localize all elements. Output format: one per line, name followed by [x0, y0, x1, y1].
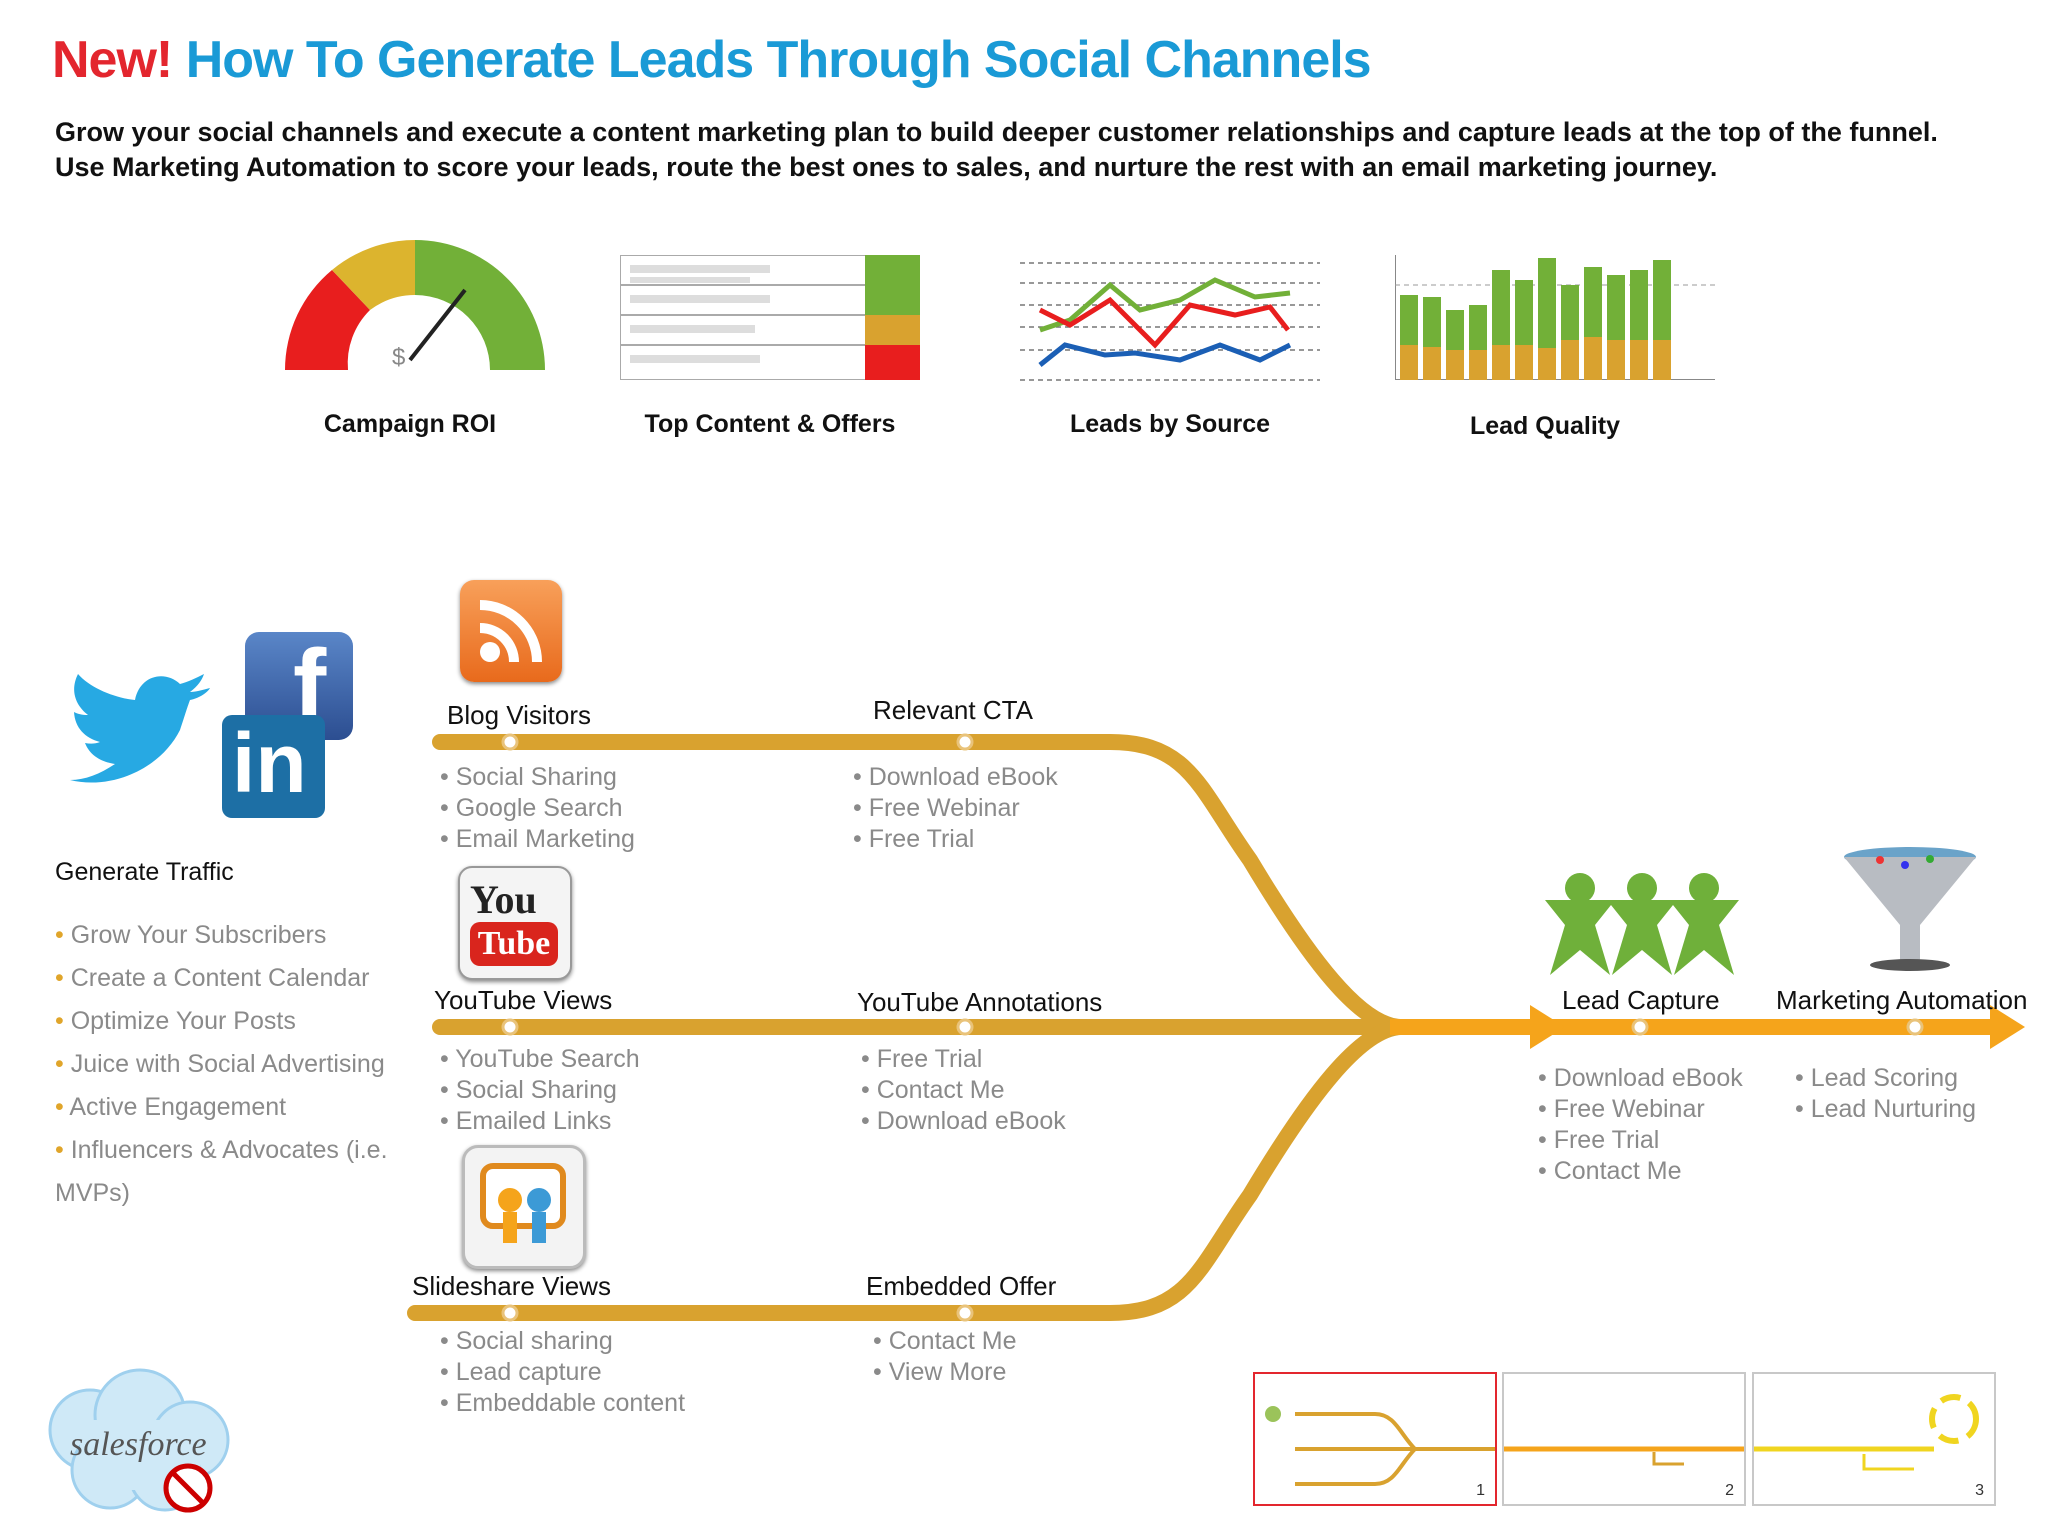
list-item: • Download eBook — [861, 1107, 1066, 1135]
leads-by-source-label: Leads by Source — [1069, 410, 1271, 438]
list-item: • Free Trial — [861, 1045, 983, 1073]
list-item: • YouTube Search — [440, 1045, 640, 1073]
youtube-cta-bullets: • Free Trial • Contact Me • Download eBo… — [861, 1044, 1066, 1137]
blog-bullets: • Social Sharing • Google Search • Email… — [440, 762, 635, 855]
marketing-automation-bullets: • Lead Scoring • Lead Nurturing — [1795, 1063, 1976, 1125]
youtube-tube: Tube — [470, 922, 558, 966]
list-item: • Lead Nurturing — [1795, 1095, 1977, 1123]
list-item: • Free Webinar — [1538, 1095, 1705, 1123]
blog-cta-bullets: • Download eBook • Free Webinar • Free T… — [853, 762, 1058, 855]
traffic-list: • Grow Your Subscribers • Create a Conte… — [55, 914, 388, 1215]
slideshare-icon — [462, 1145, 586, 1269]
page-number: 3 — [1975, 1482, 1984, 1499]
list-item: • View More — [873, 1358, 1007, 1386]
list-item: • Social sharing — [440, 1327, 613, 1355]
list-item: • Create a Content Calendar — [55, 964, 370, 992]
twitter-icon — [70, 674, 210, 783]
new-label: New! — [52, 31, 173, 89]
intro-text: Grow your social channels and execute a … — [55, 117, 1938, 182]
rss-icon — [460, 580, 562, 682]
list-item: • Download eBook — [1538, 1064, 1743, 1092]
list-item: • Active Engagement — [55, 1093, 287, 1121]
list-item: MVPs) — [55, 1179, 130, 1207]
campaign-roi-gauge: $ — [285, 240, 545, 371]
youtube-views-title: YouTube Views — [434, 985, 613, 1015]
slideshare-views-title: Slideshare Views — [412, 1271, 611, 1301]
roi-dollar-icon: $ — [392, 344, 405, 371]
embedded-offer-title: Embedded Offer — [866, 1271, 1057, 1301]
campaign-roi-label: Campaign ROI — [323, 410, 497, 438]
list-item: • Free Trial — [1538, 1126, 1660, 1154]
page-title: New! How To Generate Leads Through Socia… — [52, 30, 1372, 90]
marketing-automation-title: Marketing Automation — [1776, 985, 2028, 1015]
lead-capture-title: Lead Capture — [1562, 985, 1720, 1015]
linkedin-icon: in — [222, 715, 325, 818]
youtube-icon: You Tube — [458, 866, 572, 980]
list-item: • Grow Your Subscribers — [55, 921, 327, 949]
list-item: • Contact Me — [873, 1327, 1017, 1355]
list-item: • Juice with Social Advertising — [55, 1050, 385, 1078]
embedded-offer-bullets: • Contact Me • View More — [873, 1326, 1017, 1388]
list-item: • Free Trial — [853, 825, 975, 853]
top-content-table — [620, 255, 920, 380]
funnel-icon — [1844, 847, 1976, 971]
slideshare-bullets: • Social sharing • Lead capture • Embedd… — [440, 1326, 685, 1419]
lead-quality-label: Lead Quality — [1469, 412, 1621, 440]
list-item: • Social Sharing — [440, 763, 617, 791]
lead-capture-bullets: • Download eBook • Free Webinar • Free T… — [1538, 1063, 1743, 1187]
list-item: • Contact Me — [861, 1076, 1005, 1104]
relevant-cta-title: Relevant CTA — [873, 695, 1033, 725]
lead-quality-chart — [1395, 255, 1715, 380]
salesforce-text: salesforce — [70, 1426, 207, 1463]
list-item: • Lead capture — [440, 1358, 602, 1386]
linkedin-glyph: in — [232, 716, 307, 810]
list-item: • Emailed Links — [440, 1107, 612, 1135]
list-item: • Embeddable content — [440, 1389, 686, 1417]
salesforce-logo: salesforce — [48, 1368, 230, 1513]
page-number: 2 — [1725, 1482, 1734, 1499]
page-thumbnail-3[interactable]: 3 — [1752, 1372, 1996, 1506]
leads-by-source-chart — [1020, 262, 1320, 381]
top-content-label: Top Content & Offers — [644, 410, 896, 438]
list-item: • Google Search — [440, 794, 623, 822]
list-item: • Contact Me — [1538, 1157, 1682, 1185]
blog-visitors-title: Blog Visitors — [447, 700, 592, 730]
list-item: • Social Sharing — [440, 1076, 617, 1104]
title-text: How To Generate Leads Through Social Cha… — [185, 31, 1372, 89]
youtube-annotations-title: YouTube Annotations — [857, 987, 1103, 1017]
list-item: • Download eBook — [853, 763, 1058, 791]
list-item: • Optimize Your Posts — [55, 1007, 296, 1035]
list-item: • Influencers & Advocates (i.e. — [55, 1136, 388, 1164]
youtube-you: You — [470, 877, 537, 922]
list-item: • Email Marketing — [440, 825, 635, 853]
list-item: • Lead Scoring — [1795, 1064, 1959, 1092]
page-number: 1 — [1476, 1482, 1485, 1499]
page-thumbnail-1[interactable]: 1 — [1253, 1372, 1497, 1506]
list-item: • Free Webinar — [853, 794, 1020, 822]
page-thumbnail-2[interactable]: 2 — [1502, 1372, 1746, 1506]
generate-traffic-heading: Generate Traffic — [55, 858, 234, 886]
people-icon — [1545, 873, 1739, 975]
youtube-bullets: • YouTube Search • Social Sharing • Emai… — [440, 1044, 640, 1137]
